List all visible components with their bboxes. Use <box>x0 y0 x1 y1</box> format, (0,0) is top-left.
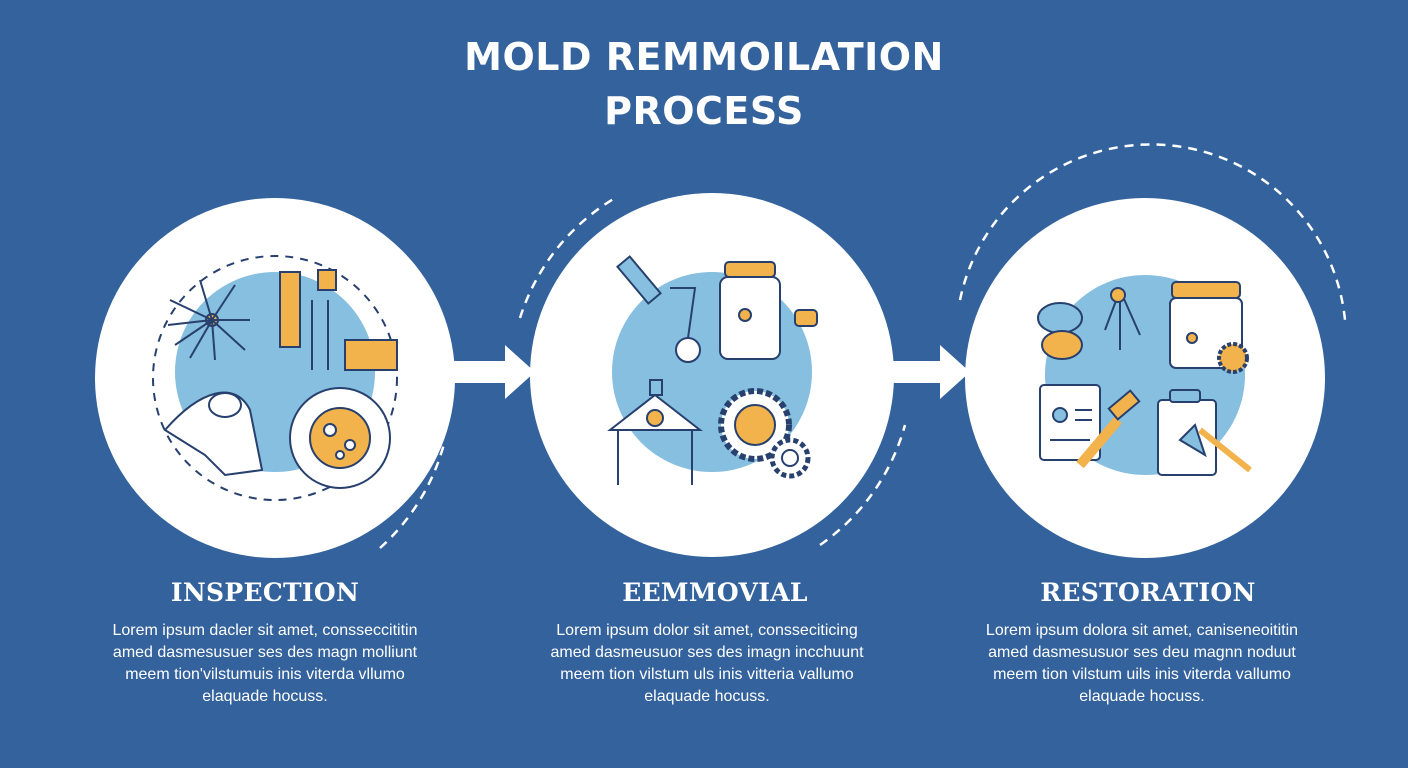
step-description-line: amed dasmeusuor ses des imagn incchuunt <box>550 644 864 661</box>
step-circle-removal <box>530 193 894 557</box>
step-title-inspection: INSPECTION <box>170 578 360 607</box>
step-description-line: meem tion vilstum uls inis vitteria vall… <box>560 666 854 683</box>
step-description-line: elaquade hocuss. <box>1079 688 1205 705</box>
step-description-line: elaquade hocuss. <box>644 688 770 705</box>
air-quality-cloud-icon <box>1037 287 1141 360</box>
test-tube-technician-icon <box>279 269 398 371</box>
supply-container-icon <box>1169 281 1249 374</box>
step-circle-restoration <box>965 198 1325 558</box>
title-line-2: PROCESS <box>604 89 804 133</box>
step-description-line: meem tion'vilstumuis inis viterda vllumo <box>125 666 405 683</box>
step-title-removal: EEMMOVIAL <box>622 578 808 607</box>
dashed-arc-3 <box>379 439 447 549</box>
step-description-line: elaquade hocuss. <box>202 688 328 705</box>
step-description-line: Lorem ipsum dacler sit amet, conssecciti… <box>112 622 418 639</box>
step-description-restoration: Lorem ipsum dolora sit amet, caniseneoit… <box>942 620 1342 708</box>
petri-dish-icon <box>289 387 391 489</box>
hand-sample-icon <box>163 391 264 477</box>
dashed-arc-1 <box>518 196 616 319</box>
dashed-arc-4 <box>958 143 1347 321</box>
cleaning-jar-icon <box>719 261 818 360</box>
step-description-inspection: Lorem ipsum dacler sit amet, conssecciti… <box>65 620 465 708</box>
title-line-1: MOLD REMMOILATION <box>464 35 944 79</box>
step-description-removal: Lorem ipsum dolor sit amet, conssecitici… <box>507 620 907 708</box>
step-description-line: amed dasmesusuer ses des magn molliunt <box>112 644 418 661</box>
dashed-arc-2 <box>819 424 907 547</box>
step-circle-inspection <box>95 198 455 558</box>
step-description-line: meem tion vilstum uils inis viterda vall… <box>993 666 1291 683</box>
connector-arrow-1 <box>440 345 535 399</box>
step-description-line: Lorem ipsum dolora sit amet, caniseneoit… <box>985 622 1299 639</box>
spray-nozzle-icon <box>616 255 701 363</box>
report-hammer-icon <box>1039 384 1141 469</box>
containment-tent-icon <box>607 379 703 485</box>
mold-spores-icon <box>167 279 250 361</box>
connector-arrow-2 <box>875 345 970 399</box>
step-title-restoration: RESTORATION <box>1040 578 1256 607</box>
gear-mold-icon <box>718 388 811 479</box>
step-description-line: Lorem ipsum dolor sit amet, conssecitici… <box>556 622 858 639</box>
page-title: MOLD REMMOILATION PROCESS <box>0 30 1408 138</box>
clipboard-hand-icon <box>1157 389 1252 476</box>
step-description-line: amed dasmesusuor ses deu magnn noduut <box>988 644 1296 661</box>
